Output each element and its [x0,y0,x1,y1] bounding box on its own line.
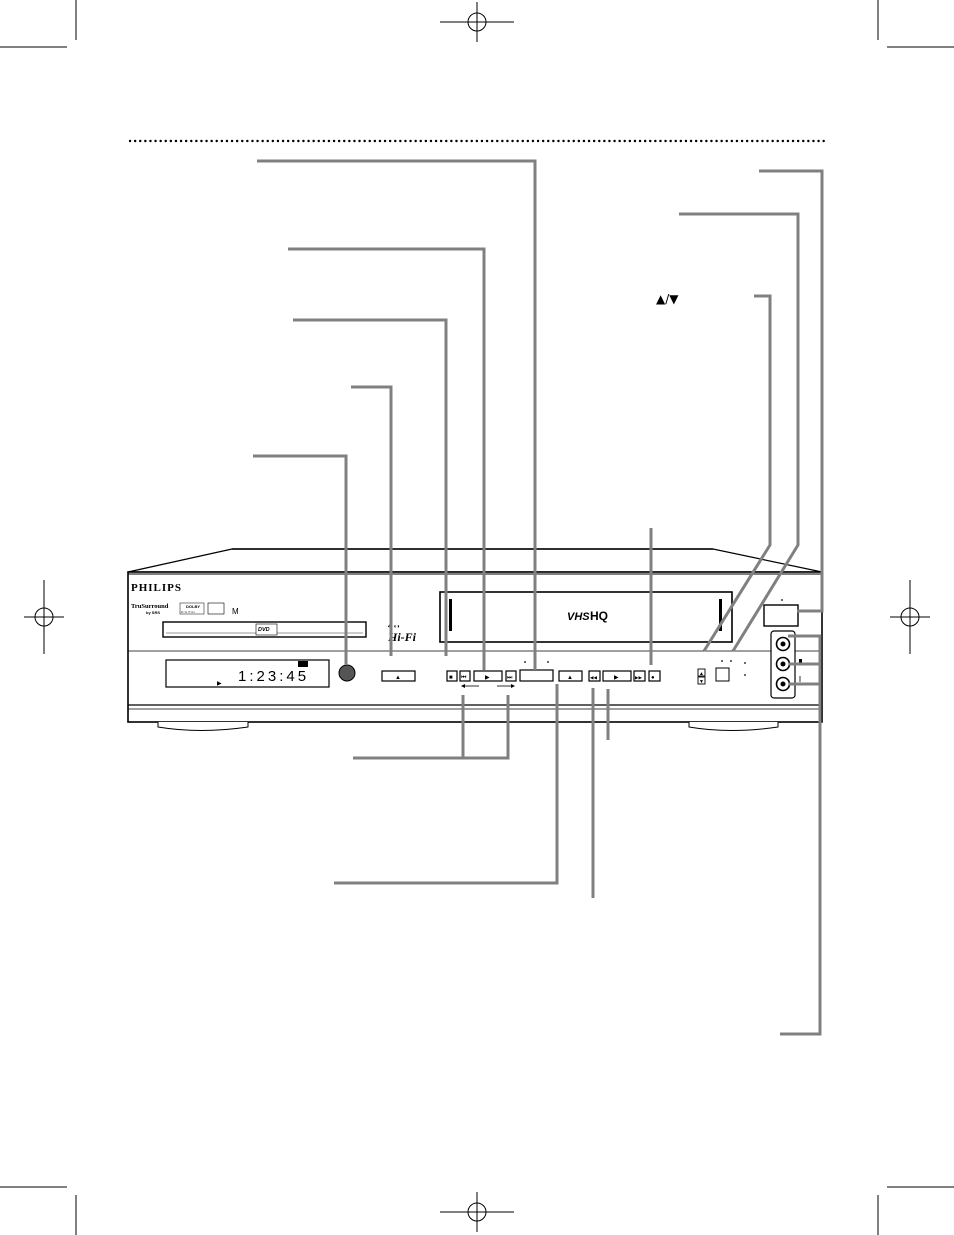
record-icon: ● [651,675,655,681]
trusurround-logo: TruSurround [131,603,169,610]
dvd-open-close-button[interactable] [381,670,416,682]
callout-output-select [257,159,537,670]
display-time: 1:23:45 [238,668,309,685]
dolby-digital-text: D I G I T A L [181,610,196,614]
hifi-stereo-badge: 4 ◖◗ [387,624,400,630]
vcr-eject-button[interactable] [558,670,583,682]
hifi-logo: Hi-Fi [387,630,417,644]
dvd-vcr-player: PHILIPS TruSurround by SRS DOLBY D I G I… [127,548,823,731]
top-cover [127,548,823,573]
vcr-rewind-button[interactable] [588,670,601,682]
dvd-stop-button[interactable] [446,670,458,682]
eject-icon: ▲ [395,675,401,681]
callout-vcr-display [759,169,824,613]
skip-forward-icon: ⏭ [507,675,513,681]
callout-vcr-eject [334,684,559,885]
remote-sensor [338,664,356,682]
output-select-button[interactable] [519,669,554,682]
arrow-down-icon: ▼ [699,679,704,685]
eject-icon: ▲ [567,675,573,681]
registration-mark-left [24,580,64,654]
registration-mark-right [890,580,930,654]
model-letter: M [232,607,239,616]
dvd-skip-forward-button[interactable] [505,670,517,682]
play-icon: ▶ [614,675,619,681]
hq-logo: HQ [590,609,608,623]
dvd-play-button[interactable] [473,670,503,682]
skip-back-icon: ⏮ [461,675,467,681]
channel-arrows-label: ▲/▼ [656,292,679,306]
dvd-skip-back-button[interactable] [459,670,471,682]
vcr-play-button[interactable] [602,670,632,682]
stop-icon: ■ [449,675,453,681]
vhs-logo: VHS [567,611,590,623]
callout-av-jacks [780,634,822,1036]
display-play-indicator: ▶ [217,681,222,687]
dolby-logo: DOLBY [186,604,200,609]
channel-up-button[interactable] [697,668,706,677]
callout-standby [679,212,800,652]
dolby-logo-box [179,602,205,615]
vcr-record-button[interactable] [648,670,661,682]
callout-dvd-open-close [351,385,393,656]
right-foot [688,722,779,731]
callout-search-buttons [353,695,510,760]
callout-channel [702,294,772,652]
callout-remote-sensor [253,454,348,665]
vcr-fast-forward-button[interactable] [633,670,646,682]
compact-disc-logo [207,602,225,615]
rewind-icon: ◀◀ [590,675,597,680]
vcr-cassette-slot [439,591,733,643]
play-icon: ▶ [485,675,490,681]
callout-dvd-play [288,247,486,670]
callout-dvd-stop [293,318,448,656]
fast-forward-icon: ▶▶ [635,675,642,680]
registration-mark-top [440,2,514,42]
left-foot [157,722,249,731]
trusurround-by-text: by SRS [146,610,160,615]
vcr-display-window [763,604,799,627]
channel-down-button[interactable] [697,676,706,685]
arrow-up-icon: ▲ [699,671,704,677]
dvd-logo: DVD [258,627,270,633]
callout-lines [253,159,824,1036]
standby-on-button[interactable] [715,667,730,682]
dvd-logo-box [255,623,278,636]
registration-mark-bottom [440,1192,514,1232]
display-indicator [298,661,308,667]
brand-logo: PHILIPS [131,582,182,594]
